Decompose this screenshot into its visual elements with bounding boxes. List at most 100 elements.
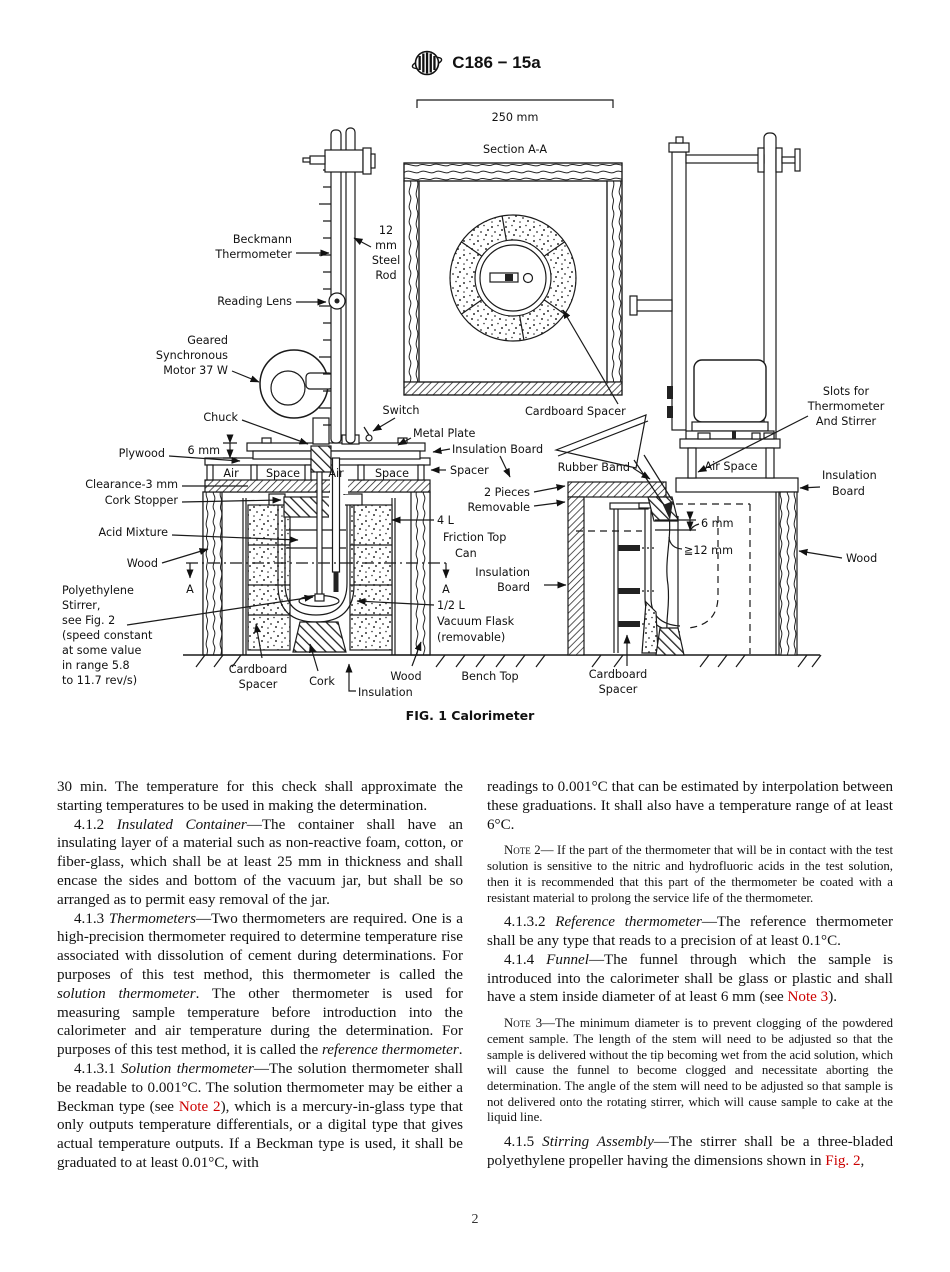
label-insulation-board-mid: Insulation Board [452, 443, 543, 456]
text-run: —The solution thermometer shall be reada… [57, 1060, 463, 1115]
text-run: 4.1.3 [74, 910, 109, 927]
label-insulation-far-2: Board [832, 485, 865, 498]
text-run: —The reference thermometer shall be any … [487, 914, 894, 949]
body-paragraph: 4.1.4 Funnel—The funnel through which th… [487, 951, 893, 1007]
label-friction-3: Can [455, 547, 477, 560]
label-rod-1: 12 [379, 224, 393, 237]
label-poly-2: Stirrer, [62, 599, 100, 612]
cross-reference-link[interactable]: Note 2 [178, 1098, 221, 1115]
label-poly-3: see Fig. 2 [62, 614, 115, 627]
body-paragraph: 4.1.2 Insulated Container—The container … [57, 816, 463, 910]
label-acid-mixture: Acid Mixture [99, 526, 169, 539]
label-insulation-bottom: Insulation [358, 686, 413, 699]
text-run: 4.1.3.2 [504, 914, 556, 931]
label-switch: Switch [383, 404, 420, 417]
label-beckmann-2: Thermometer [214, 248, 292, 261]
label-poly-6: in range 5.8 [62, 659, 130, 672]
text-run: ), which is a mercury-in-glass type that… [57, 1098, 463, 1171]
label-friction-1: 4 L [437, 514, 455, 527]
section-cut-line [186, 562, 450, 579]
label-cbs-bl-2: Spacer [239, 678, 278, 691]
page-number: 2 [471, 1212, 479, 1227]
text-run: Note [504, 843, 531, 858]
label-metal-plate: Metal Plate [413, 427, 476, 440]
label-bench-top: Bench Top [461, 670, 518, 683]
section-aa-view [403, 99, 623, 405]
label-air-2: Air [328, 467, 344, 480]
label-12mm: ≧12 mm [684, 544, 733, 557]
text-run: 4.1.5 [504, 1134, 543, 1151]
label-insulation-r1: Insulation [475, 566, 530, 579]
label-rod-3: Steel [372, 254, 400, 267]
figure-1-calorimeter: 250 mm Section A-A Cardboard Spacer Beck… [0, 88, 950, 733]
label-vacuum-3: (removable) [437, 631, 505, 644]
text-run: . [458, 1042, 463, 1059]
left-apparatus-top [204, 127, 431, 608]
label-motor-3: Motor 37 W [163, 364, 228, 377]
body-paragraph: 4.1.3.1 Solution thermometer—The solutio… [57, 1060, 463, 1173]
body-paragraph: 4.1.3 Thermometers—Two thermometers are … [57, 910, 463, 1060]
label-clearance: Clearance-3 mm [85, 478, 178, 491]
text-run: —The stirrer shall be a three-bladed pol… [487, 1134, 893, 1169]
text-run: 30 min. The temperature for this check s… [57, 779, 463, 814]
label-insulation-r2: Board [497, 581, 530, 594]
label-slots-2: Thermometer [807, 400, 885, 413]
text-run: reference thermometer [321, 1042, 459, 1059]
text-run: 2— If the part of the thermometer that w… [487, 843, 893, 905]
body-paragraph: 4.1.5 Stirring Assembly—The stirrer shal… [487, 1133, 893, 1171]
label-section-a-right: A [442, 583, 450, 596]
text-run: Reference thermometer [555, 914, 702, 931]
text-run: 3—The minimum diameter is to prevent clo… [487, 1016, 893, 1125]
text-run: 4.1.2 [74, 816, 117, 833]
text-column-right: readings to 0.001°C that can be estimate… [487, 778, 893, 1171]
label-2pieces-2: Removable [468, 501, 531, 514]
text-column-left: 30 min. The temperature for this check s… [57, 778, 463, 1173]
label-air-1: Air [223, 467, 239, 480]
label-chuck: Chuck [203, 411, 238, 424]
label-slots-1: Slots for [823, 385, 870, 398]
label-cork-stopper: Cork Stopper [105, 494, 179, 507]
bench-line [183, 654, 822, 668]
page-header: C186 − 15a [0, 48, 950, 78]
label-cbs-br-2: Spacer [599, 683, 638, 696]
label-wood-bottom: Wood [390, 670, 421, 683]
body-paragraph: readings to 0.001°C that can be estimate… [487, 778, 893, 834]
text-run: , [860, 1152, 865, 1169]
text-run: —The container shall have an insulating … [57, 816, 463, 908]
text-run: . The other thermometer is used for meas… [57, 985, 463, 1059]
right-apparatus [553, 132, 801, 656]
label-plywood: Plywood [119, 447, 165, 460]
figure-labels: 250 mm Section A-A Cardboard Spacer Beck… [62, 111, 885, 723]
figure-caption: FIG. 1 Calorimeter [406, 708, 535, 723]
label-motor-2: Synchronous [156, 349, 228, 362]
astm-logo [412, 50, 443, 76]
text-run: —The funnel through which the sample is … [487, 951, 893, 1006]
label-motor-1: Geared [187, 334, 228, 347]
label-rod-4: Rod [375, 269, 396, 282]
section-aa-title: Section A-A [483, 143, 547, 156]
cross-reference-link[interactable]: Fig. 2 [825, 1152, 861, 1169]
label-beckmann-1: Beckmann [233, 233, 292, 246]
text-run: readings to 0.001°C that can be estimate… [487, 779, 893, 833]
label-wood-left: Wood [127, 557, 158, 570]
label-section-a-left: A [186, 583, 194, 596]
note-paragraph: Note 2— If the part of the thermometer t… [487, 843, 893, 906]
label-slots-3: And Stirrer [816, 415, 877, 428]
text-run: Stirring Assembly [542, 1134, 654, 1151]
label-vacuum-1: 1/2 L [437, 599, 466, 612]
label-vacuum-2: Vacuum Flask [437, 615, 515, 628]
label-cork-bottom: Cork [309, 675, 335, 688]
label-cbs-bl-1: Cardboard [229, 663, 287, 676]
label-space-1: Space [266, 467, 300, 480]
label-2pieces-1: 2 Pieces [484, 486, 530, 499]
label-wood-right: Wood [846, 552, 877, 565]
text-run: Funnel [546, 951, 589, 968]
dim-250mm: 250 mm [492, 111, 539, 124]
body-paragraph: 4.1.3.2 Reference thermometer—The refere… [487, 913, 893, 951]
label-rubber-band: Rubber Band [558, 461, 630, 474]
text-run: —Two thermometers are required. One is a… [57, 910, 464, 983]
label-rod-2: mm [375, 239, 397, 252]
label-poly-4: (speed constant [62, 629, 153, 642]
cross-reference-link[interactable]: Note 3 [787, 989, 829, 1006]
